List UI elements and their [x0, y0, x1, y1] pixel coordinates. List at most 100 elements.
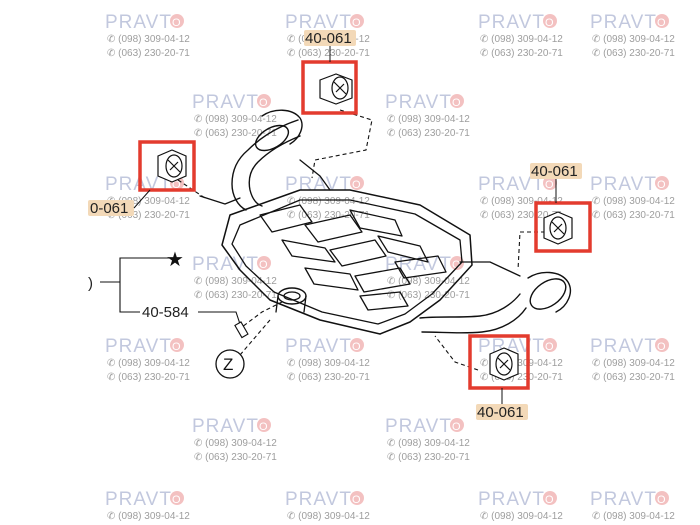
callout-left-label: 0-061	[90, 200, 128, 217]
watermark-logo-o	[170, 491, 184, 505]
watermark-logo-o	[655, 14, 669, 28]
watermark-logo-o-letter: O	[172, 17, 181, 29]
watermark-phone-1: ✆ (098) 309-04-12	[107, 34, 190, 45]
watermark-phone-1: ✆ (098) 309-04-12	[107, 358, 190, 369]
watermark-logo-o-letter: O	[259, 421, 268, 433]
watermark-phone-2: ✆ (063) 230-20-71	[107, 48, 190, 59]
callout-bottom-label: 40-061	[477, 404, 524, 421]
watermark-brand: PRAVT	[590, 336, 657, 357]
star-marker: ★	[166, 247, 184, 271]
watermark-logo-o	[655, 491, 669, 505]
watermark-brand: PRAVT	[192, 416, 259, 437]
watermark-logo-o-letter: O	[657, 494, 666, 506]
highlight-box-bottom	[468, 334, 530, 390]
watermark-logo-o-letter: O	[352, 179, 361, 191]
bushing-bottom	[489, 347, 519, 381]
watermark-phone-1: ✆ (098) 309-04-12	[387, 276, 470, 287]
watermark-logo-o	[350, 491, 364, 505]
watermark-logo-o	[655, 176, 669, 190]
watermark-logo-o-letter: O	[657, 341, 666, 353]
watermark-brand: PRAVT	[192, 254, 259, 275]
watermark-phone-1: ✆ (098) 309-04-12	[287, 511, 370, 522]
watermark-brand: PRAVT	[590, 489, 657, 510]
callout-right-label: 40-061	[531, 163, 578, 180]
watermark-phone-1: ✆ (098) 309-04-12	[592, 196, 675, 207]
callout-bracket-part-label: 40-584	[142, 304, 189, 321]
watermark-phone-2: ✆ (063) 230-20-71	[592, 48, 675, 59]
watermark-brand: PRAVT	[478, 174, 545, 195]
watermark-brand: PRAVT	[385, 92, 452, 113]
watermark-logo-o	[257, 256, 271, 270]
watermark-brand: PRAVT	[105, 12, 172, 33]
bushing-right	[543, 211, 573, 245]
watermark-logo-o	[170, 338, 184, 352]
watermark-phone-2: ✆ (063) 230-20-71	[194, 290, 277, 301]
watermark-logo-o	[257, 418, 271, 432]
watermark-brand: PRAVT	[478, 489, 545, 510]
watermark-logo-o	[170, 14, 184, 28]
watermark-phone-2: ✆ (063) 230-20-71	[480, 48, 563, 59]
watermark-logo-o-letter: O	[545, 494, 554, 506]
watermark-phone-1: ✆ (098) 309-04-12	[287, 196, 370, 207]
watermark-logo-o-letter: O	[545, 341, 554, 353]
watermark-phone-2: ✆ (063) 230-20-71	[287, 210, 370, 221]
watermark-phone-1: ✆ (098) 309-04-12	[480, 511, 563, 522]
watermark-logo-o-letter: O	[352, 341, 361, 353]
watermark-logo-o-letter: O	[452, 421, 461, 433]
watermark-logo-o-letter: O	[452, 97, 461, 109]
watermark-phone-2: ✆ (063) 230-20-71	[480, 372, 563, 383]
watermark-logo-o-letter: O	[545, 179, 554, 191]
watermark-logo-o-letter: O	[172, 341, 181, 353]
watermark-logo-o-letter: O	[657, 17, 666, 29]
watermark-logo-o	[350, 176, 364, 190]
watermark-logo-o	[450, 418, 464, 432]
watermark-logo-o	[543, 14, 557, 28]
highlight-box-left	[138, 140, 196, 192]
watermark-brand: PRAVT	[385, 416, 452, 437]
watermark-logo-o	[350, 14, 364, 28]
watermark-logo-o-letter: O	[352, 17, 361, 29]
highlight-box-right	[534, 201, 592, 253]
watermark-logo-o-letter: O	[172, 179, 181, 191]
watermark-phone-2: ✆ (063) 230-20-71	[592, 372, 675, 383]
watermark-phone-2: ✆ (063) 230-20-71	[194, 128, 277, 139]
watermark-logo-o-letter: O	[259, 97, 268, 109]
watermark-phone-1: ✆ (098) 309-04-12	[480, 34, 563, 45]
watermark-logo-o	[450, 94, 464, 108]
watermark-logo-o	[350, 338, 364, 352]
bushing-left	[157, 149, 187, 183]
watermark-phone-1: ✆ (098) 309-04-12	[387, 114, 470, 125]
part-callouts: 40-061 0-061 40-061 40-061 40-584 ★ ) Z	[88, 30, 582, 421]
watermark-phone-1: ✆ (098) 309-04-12	[592, 511, 675, 522]
left-edge-glyph: )	[88, 275, 93, 292]
watermark-phone-2: ✆ (063) 230-20-71	[387, 452, 470, 463]
watermark-phone-2: ✆ (063) 230-20-71	[287, 372, 370, 383]
watermark-phone-1: ✆ (098) 309-04-12	[194, 438, 277, 449]
watermark-brand: PRAVT	[285, 336, 352, 357]
watermark-logo-o-letter: O	[657, 179, 666, 191]
watermark-brand: PRAVT	[105, 336, 172, 357]
muffler-assembly-drawing	[199, 109, 572, 335]
watermark-brand: PRAVT	[285, 12, 352, 33]
watermark-phone-2: ✆ (063) 230-20-71	[387, 128, 470, 139]
watermark-phone-2: ✆ (063) 230-20-71	[194, 452, 277, 463]
watermark-logo-o-letter: O	[259, 259, 268, 271]
watermark-phone-2: ✆ (063) 230-20-71	[107, 210, 190, 221]
watermark-phone-2: ✆ (063) 230-20-71	[387, 290, 470, 301]
watermark-logo-o	[543, 491, 557, 505]
watermark-brand: PRAVT	[478, 12, 545, 33]
watermark-phone-1: ✆ (098) 309-04-12	[387, 438, 470, 449]
watermark-phone-2: ✆ (063) 230-20-71	[287, 48, 370, 59]
